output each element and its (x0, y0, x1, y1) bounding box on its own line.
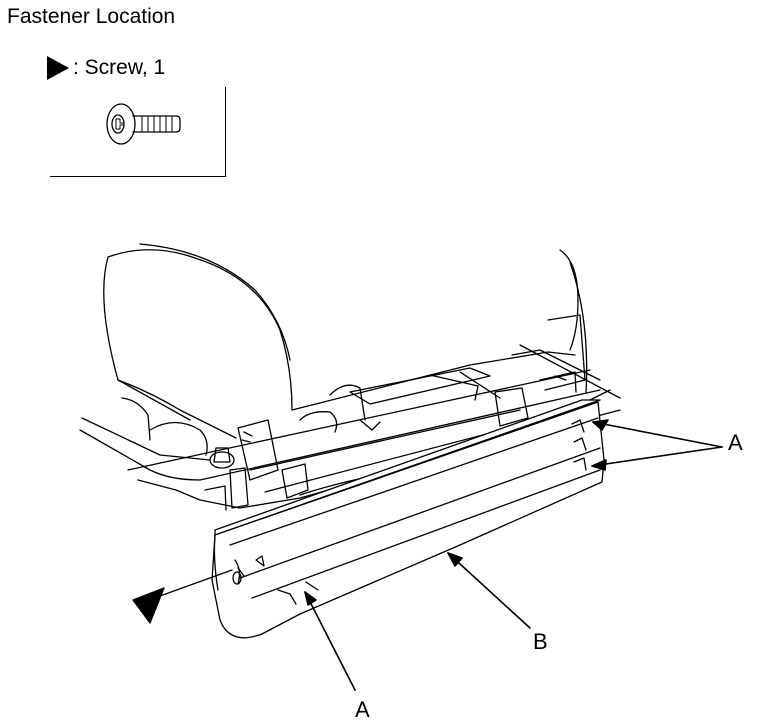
triangle-arrow-icon (47, 56, 69, 80)
front-cover-b (211, 399, 605, 639)
legend-text: : Screw, 1 (73, 56, 166, 79)
seat-cushion (103, 243, 293, 439)
callout-leaders (304, 419, 723, 691)
callout-a-right: A (728, 430, 743, 455)
screw-icon (106, 103, 181, 145)
legend-box-right-edge (225, 87, 226, 177)
legend-screw: : Screw, 1 (47, 55, 165, 81)
legend-box-bottom-edge (50, 176, 226, 177)
seat-back-right (544, 249, 588, 393)
triangle-arrow-icon (132, 569, 233, 624)
callout-b: B (533, 629, 548, 654)
callout-a-bottom: A (355, 697, 370, 722)
page-title: Fastener Location (7, 5, 176, 28)
